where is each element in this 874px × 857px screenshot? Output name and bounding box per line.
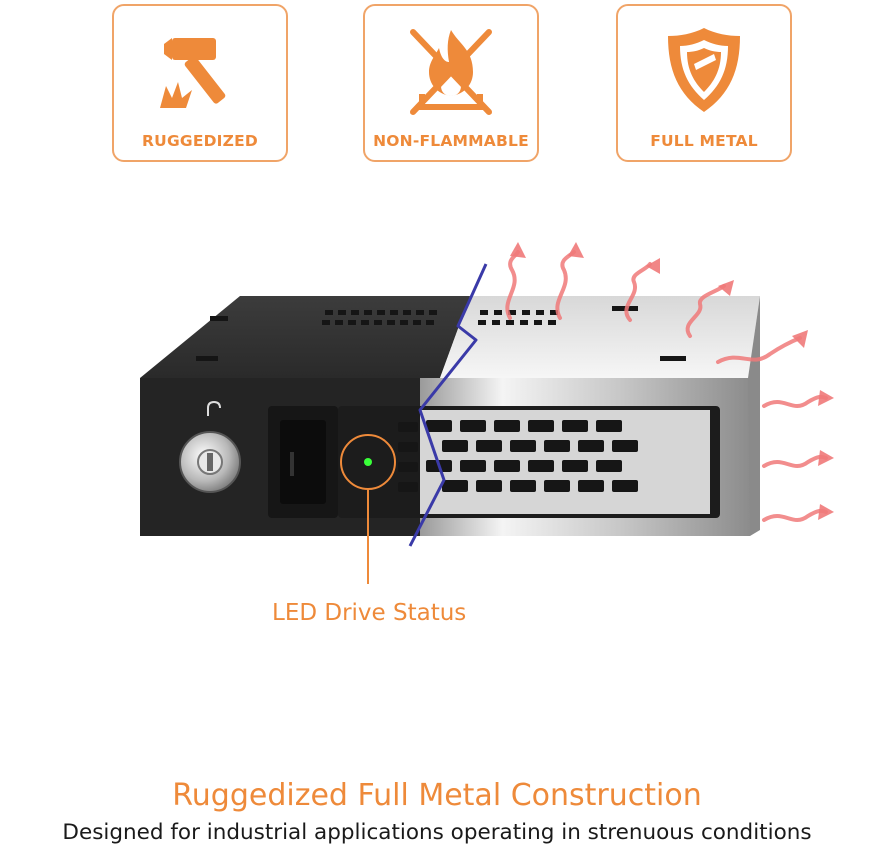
led-indicator (364, 458, 372, 466)
subline: Designed for industrial applications ope… (62, 820, 812, 845)
enclosure-top-dark (140, 296, 470, 378)
led-drive-status-label: LED Drive Status (272, 600, 467, 626)
top-vents (196, 306, 686, 361)
heat-arrowheads (510, 242, 834, 520)
drive-enclosure-illustration (140, 242, 834, 584)
badge-label: NON-FLAMMABLE (373, 132, 529, 150)
badge-label: RUGGEDIZED (142, 132, 258, 150)
badge-ruggedized: RUGGEDIZED (112, 4, 288, 162)
hammer-icon (160, 38, 226, 108)
enclosure-top-steel (440, 296, 760, 378)
headline: Ruggedized Full Metal Construction (172, 778, 702, 813)
no-fire-icon (410, 29, 492, 115)
key-lock (179, 400, 241, 493)
badge-label: FULL METAL (650, 132, 758, 150)
shield-icon (668, 28, 740, 112)
tray-vents (398, 420, 638, 492)
cutaway-divider (408, 263, 488, 547)
badge-full-metal: FULL METAL (616, 4, 792, 162)
badge-non-flammable: NON-FLAMMABLE (363, 4, 539, 162)
